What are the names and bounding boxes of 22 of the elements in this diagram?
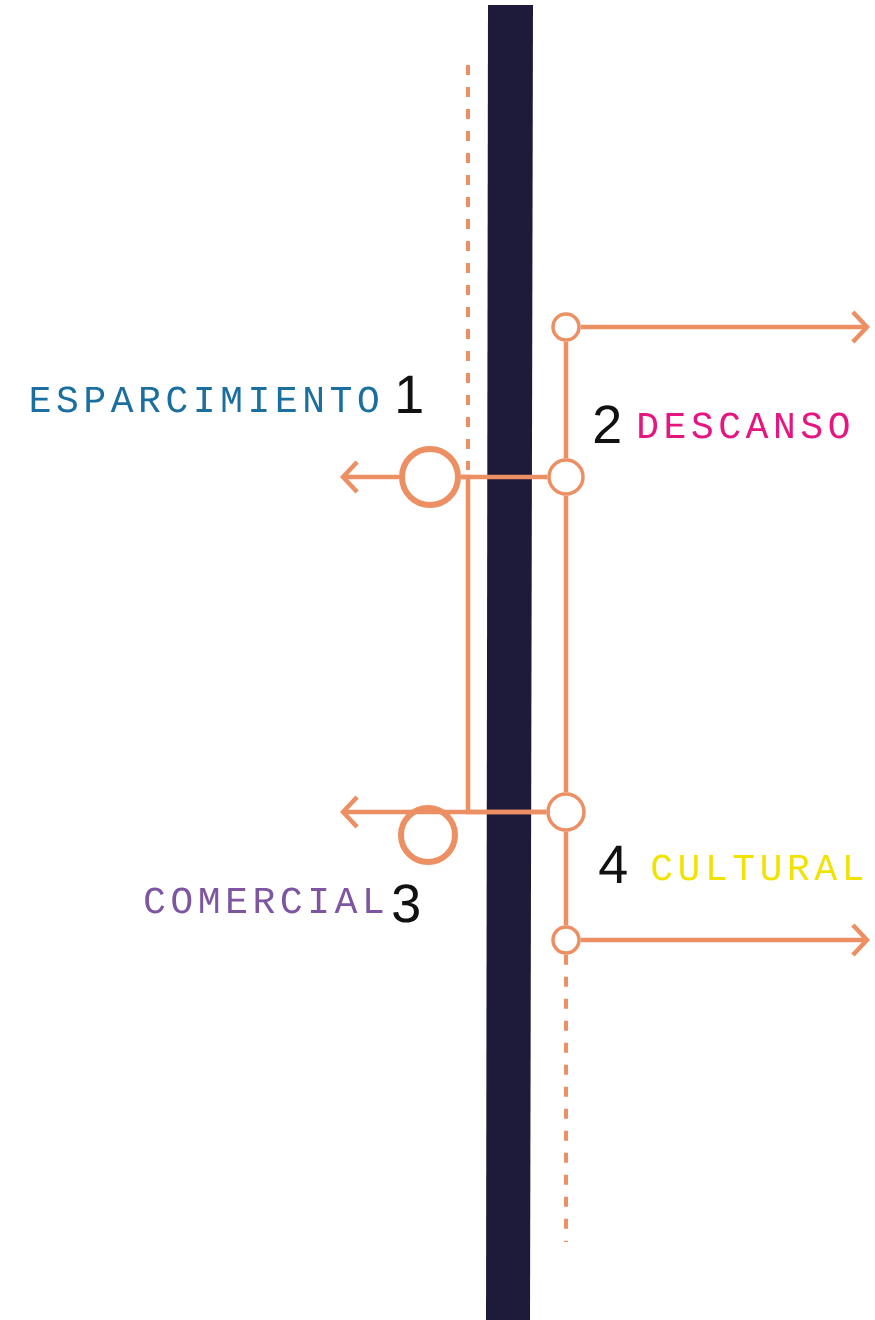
circle-marker (399, 446, 461, 508)
dashed-line (564, 954, 568, 1242)
circle-marker (551, 312, 581, 342)
connector-line (563, 495, 569, 793)
number-label: 1 (398, 375, 422, 413)
arrow (580, 923, 870, 957)
dashed-line (466, 65, 470, 470)
arrow (340, 795, 547, 829)
number-label: 4 (599, 845, 627, 883)
circle-marker (546, 792, 586, 832)
zone-label: DESCANSO (639, 412, 849, 439)
arrow (580, 310, 870, 344)
connector-line (563, 831, 569, 926)
zone-label: CULTURAL (652, 854, 863, 881)
circle-marker (551, 925, 581, 955)
zone-label: COMERCIAL (145, 887, 383, 914)
circle-marker (547, 458, 585, 496)
number-label: 3 (393, 884, 419, 923)
connector-line (563, 341, 569, 459)
zone-label: ESPARCIMIENTO (31, 386, 378, 413)
circle-marker (398, 805, 458, 865)
number-label: 2 (594, 405, 620, 443)
